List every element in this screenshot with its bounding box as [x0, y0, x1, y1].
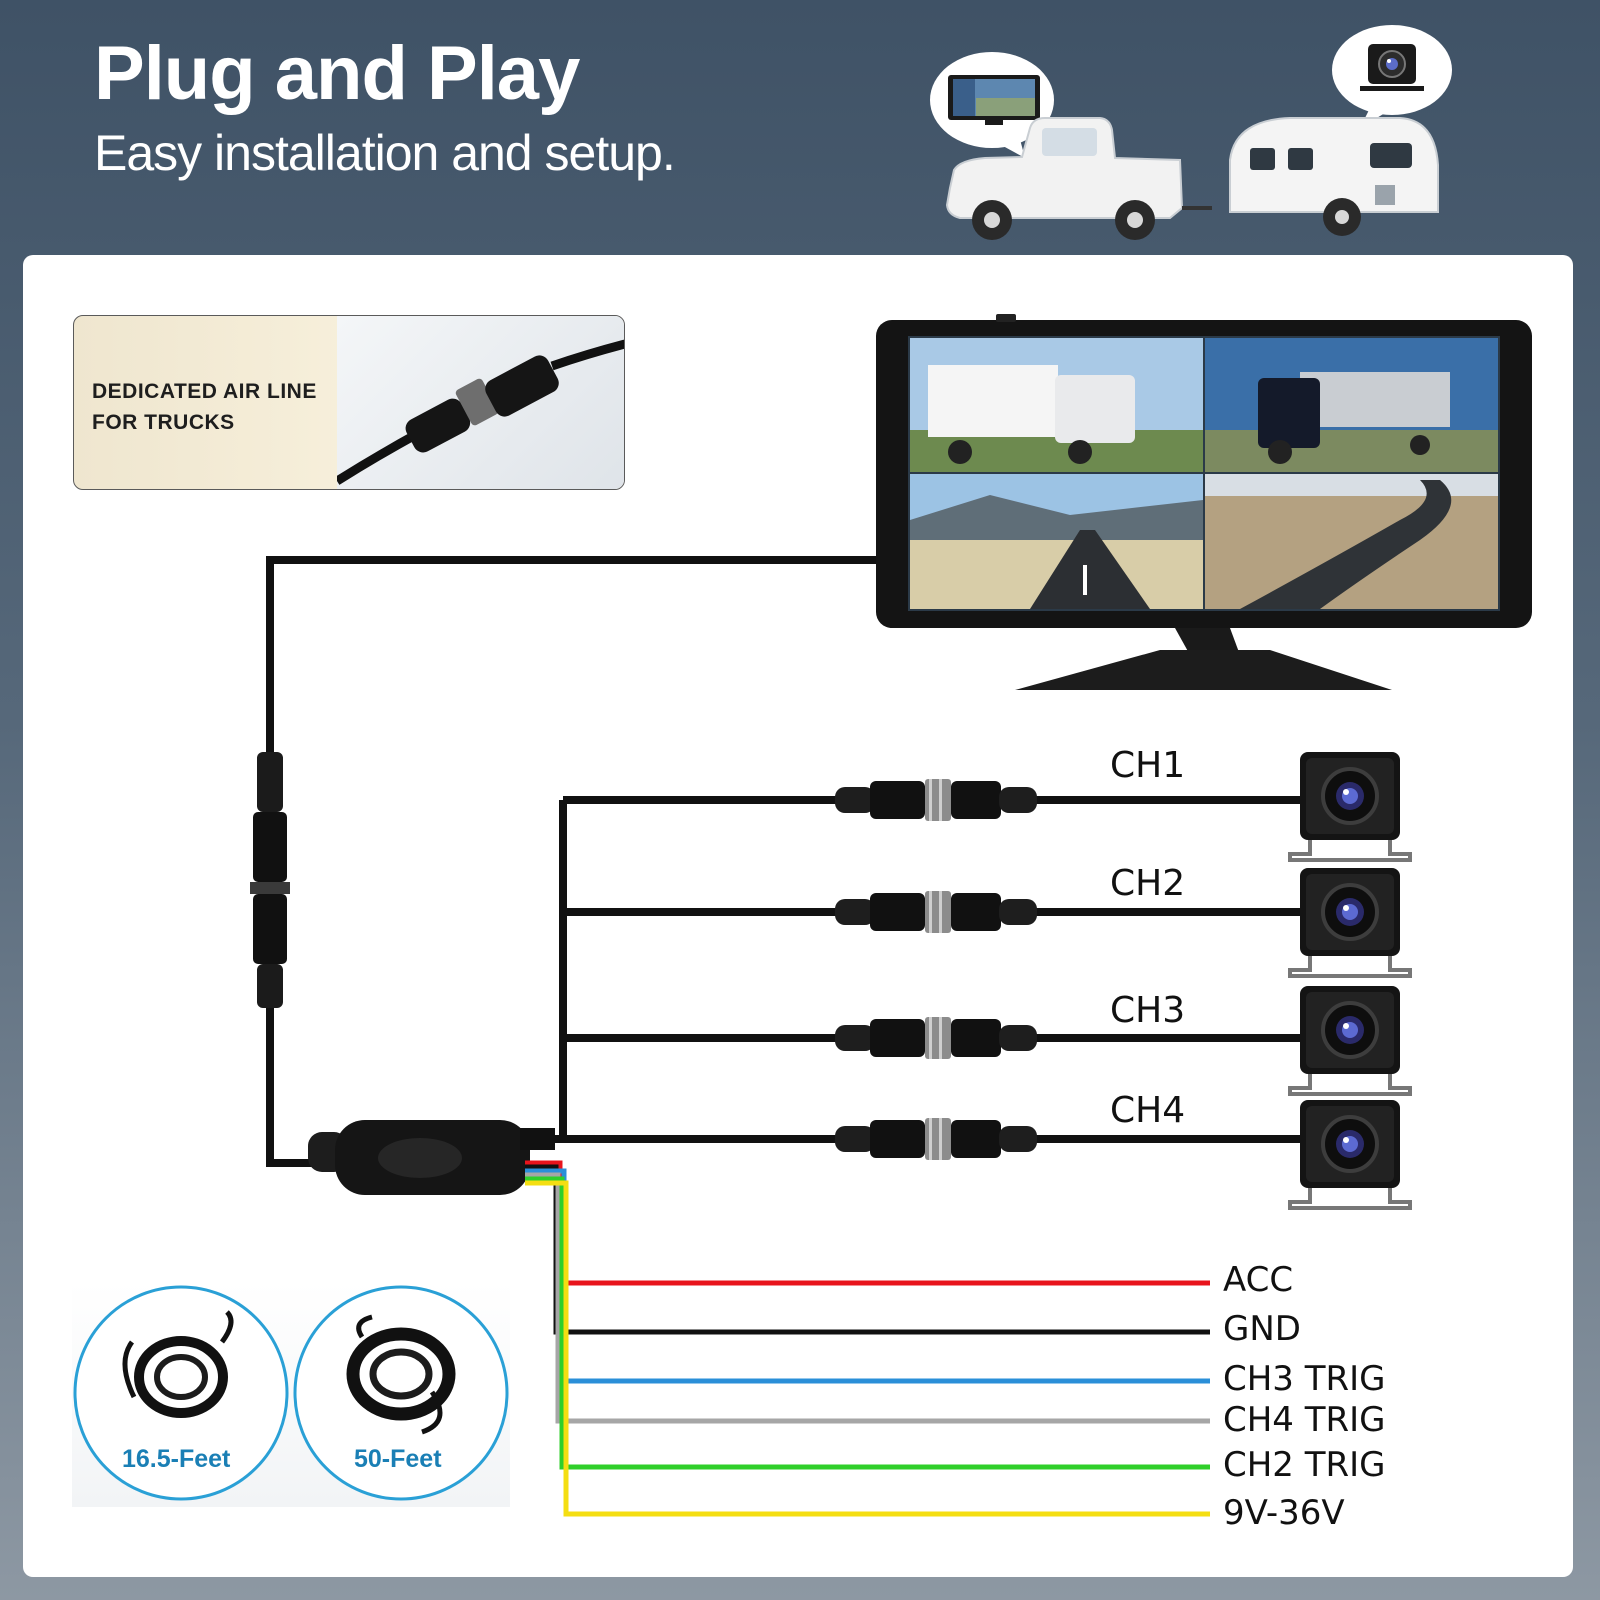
page-title: Plug and Play [94, 31, 580, 116]
cable-length-short-label: 16.5-Feet [122, 1445, 231, 1473]
monitor-view-road-2 [1205, 474, 1498, 609]
monitor-view-truck-1 [910, 338, 1203, 472]
air-line-label-line1: DEDICATED AIR LINE [92, 380, 317, 403]
ch4-label: CH4 [1110, 1090, 1186, 1131]
wire-label-gnd: GND [1223, 1309, 1301, 1349]
wire-label-power: 9V-36V [1223, 1493, 1345, 1533]
ch2-camera-icon [1288, 866, 1412, 978]
power-wire-gnd [525, 1164, 1210, 1335]
header-banner: Plug and Play Easy installation and setu… [0, 0, 1600, 255]
wire-label-ch3-trig: CH3 TRIG [1223, 1359, 1386, 1399]
monitor-bubble-icon [930, 52, 1054, 158]
wire-label-ch2-trig: CH2 TRIG [1223, 1445, 1386, 1485]
ch1-camera-icon [1288, 750, 1412, 862]
truck-trailer-illustration [930, 25, 1452, 240]
ch1-connector-icon [835, 779, 1037, 821]
pickup-truck-icon [945, 117, 1212, 240]
channel-cables [530, 796, 1300, 1143]
camera-bubble-icon [1332, 25, 1452, 128]
monitor-cable [266, 556, 878, 1167]
air-line-label-line2: FOR TRUCKS [92, 411, 235, 434]
page-subtitle: Easy installation and setup. [94, 125, 676, 181]
power-wire-acc [525, 1160, 1210, 1286]
cable-length-badges [73, 1285, 509, 1501]
monitor-icon [876, 314, 1532, 690]
power-wire-ch4-trig [525, 1172, 1210, 1424]
monitor-view-truck-2 [1205, 338, 1498, 472]
cable-coil-short-icon [73, 1285, 289, 1501]
control-box-icon [308, 1120, 555, 1195]
cable-length-options: 16.5-Feet 50-Feet [72, 1282, 510, 1507]
power-wire-ch2-trig [525, 1176, 1210, 1470]
ch3-connector-icon [835, 1017, 1037, 1059]
ch4-camera-icon [1288, 1098, 1412, 1210]
camper-trailer-icon [1229, 117, 1439, 236]
ch4-connector-icon [835, 1118, 1037, 1160]
extension-connector-icon [250, 752, 290, 1008]
ch2-connector-icon [835, 891, 1037, 933]
ch3-camera-icon [1288, 984, 1412, 1096]
air-line-label: DEDICATED AIR LINE FOR TRUCKS [92, 376, 332, 438]
air-line-connector-icon [334, 339, 624, 485]
ch2-label: CH2 [1110, 863, 1186, 904]
power-wires [525, 1160, 1210, 1517]
power-wire-9v-36v [525, 1180, 1210, 1517]
ch3-label: CH3 [1110, 990, 1186, 1031]
air-line-card: DEDICATED AIR LINE FOR TRUCKS [73, 315, 625, 490]
wire-label-acc: ACC [1223, 1260, 1294, 1300]
monitor-view-road-1 [910, 474, 1203, 609]
air-line-photo [334, 316, 624, 489]
cable-coil-long-icon [293, 1285, 509, 1501]
wire-label-ch4-trig: CH4 TRIG [1223, 1400, 1386, 1440]
cable-length-long-label: 50-Feet [354, 1445, 442, 1473]
ch1-label: CH1 [1110, 745, 1186, 786]
power-wire-ch3-trig [525, 1168, 1210, 1384]
